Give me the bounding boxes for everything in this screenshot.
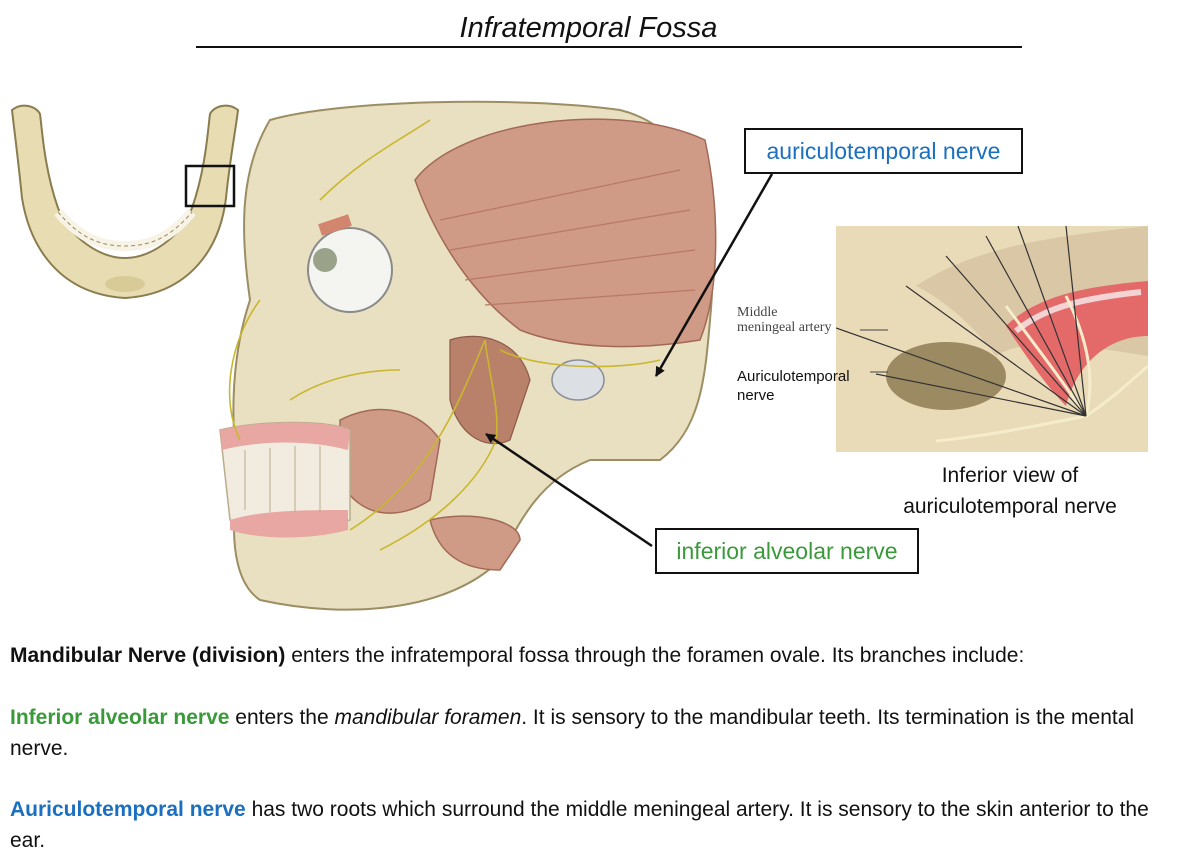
caption-line: auriculotemporal nerve xyxy=(903,495,1117,518)
paragraph-lead: Inferior alveolar nerve xyxy=(10,706,230,729)
paragraph-auriculotemporal: Auriculotemporal nerve has two roots whi… xyxy=(10,794,1170,856)
inferior-alveolar-callout: inferior alveolar nerve xyxy=(655,528,919,574)
label-line: nerve xyxy=(737,387,775,404)
page-title: Infratemporal Fossa xyxy=(459,12,718,44)
inset-caption: Inferior view of auriculotemporal nerve xyxy=(860,460,1160,522)
label-line: Middle xyxy=(737,305,778,320)
title-underline xyxy=(196,46,1022,48)
paragraph-italic: mandibular foramen xyxy=(334,706,522,729)
paragraph-mandibular-nerve: Mandibular Nerve (division) enters the i… xyxy=(10,640,1170,671)
paragraph-text: enters the xyxy=(229,706,335,729)
label-line: meningeal artery xyxy=(737,320,832,335)
paragraph-lead: Mandibular Nerve (division) xyxy=(10,644,286,667)
region-box xyxy=(184,164,236,208)
mandible-illustration xyxy=(10,104,240,300)
auriculotemporal-callout: auriculotemporal nerve xyxy=(744,128,1023,174)
caption-line: Inferior view of xyxy=(941,464,1079,487)
paragraph-text: has two roots which surround the middle … xyxy=(10,798,1149,852)
inferior-view-illustration xyxy=(836,226,1148,452)
paragraph-inferior-alveolar: Inferior alveolar nerve enters the mandi… xyxy=(10,702,1170,764)
auriculotemporal-figure-label: Auriculotemporal nerve xyxy=(737,367,850,405)
middle-meningeal-artery-label: Middle meningeal artery xyxy=(737,305,831,335)
paragraph-text: enters the infratemporal fossa through t… xyxy=(285,644,1025,667)
label-line: Auriculotemporal xyxy=(737,368,850,385)
skull-illustration xyxy=(219,100,717,611)
paragraph-text: . It is sensory to the mandibular teeth.… xyxy=(10,706,1135,760)
paragraph-lead: Auriculotemporal nerve xyxy=(10,798,246,821)
